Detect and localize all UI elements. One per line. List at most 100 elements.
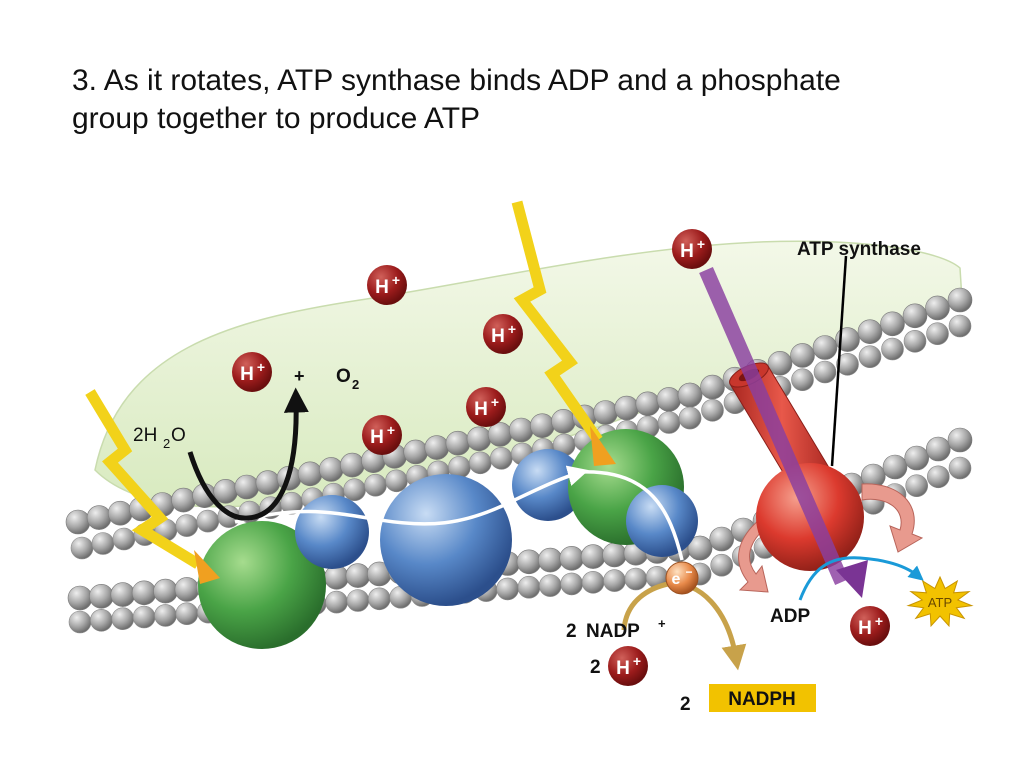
lipid-bead [213, 478, 238, 504]
lipid-bead [529, 413, 555, 439]
svg-text:H: H [375, 277, 389, 298]
adp-to-atp-arrow [798, 556, 924, 601]
lipid-bead [91, 532, 115, 555]
lipid-bead [581, 570, 605, 594]
svg-text:H: H [680, 241, 694, 262]
electron-path-ps1 [581, 470, 684, 561]
lipid-bead [343, 478, 366, 502]
lipid-bead [904, 445, 930, 471]
lipid-bead [593, 400, 618, 425]
lipid-bead [926, 322, 949, 346]
svg-text:O: O [336, 366, 351, 387]
lipid-bead [297, 461, 323, 487]
lipid-bead [812, 335, 838, 360]
lipid-bead [603, 569, 626, 592]
nadph-box [709, 684, 816, 712]
lipid-bead [656, 387, 682, 412]
lipid-bead [624, 567, 648, 591]
svg-text:+: + [257, 359, 265, 375]
lipid-bead [701, 398, 724, 422]
lipid-bead [709, 526, 735, 552]
lipid-bead [858, 345, 882, 369]
svg-text:H: H [491, 326, 505, 347]
lipid-bead [90, 608, 113, 632]
svg-text:H: H [240, 364, 254, 385]
svg-text:ATP: ATP [928, 595, 952, 610]
svg-text:O: O [171, 425, 186, 446]
lipid-bead [174, 577, 200, 602]
adp-label: ADP [770, 606, 810, 627]
lipid-bead [926, 465, 950, 489]
svg-text:NADP: NADP [586, 621, 640, 642]
lipid-bead [551, 408, 576, 434]
atp-synthase-label: ATP synthase [797, 239, 921, 260]
lipid-bead [903, 329, 927, 353]
nadph-label: NADPH [728, 689, 796, 710]
lipid-bead [687, 535, 713, 561]
water-label: 2H 2 O [133, 425, 186, 451]
lipid-bead [175, 514, 199, 537]
proton-channel-arrow [699, 267, 849, 585]
lipid-bead [385, 469, 408, 493]
lipid-bead [947, 427, 973, 453]
svg-text:+: + [491, 394, 499, 410]
svg-text:H: H [858, 618, 872, 639]
lipid-bead [836, 352, 859, 376]
lipid-bead [767, 350, 793, 376]
lipid-bead [345, 563, 371, 588]
lipid-bead [925, 436, 951, 462]
lipid-bead [339, 452, 365, 478]
lipid-bead [325, 590, 348, 614]
lipid-bead [65, 509, 91, 535]
lipid-bead [466, 426, 492, 452]
light-arrow-2 [511, 200, 616, 466]
svg-text:e: e [672, 571, 681, 588]
lipid-bead [948, 314, 972, 338]
lipid-bead [70, 536, 94, 560]
lipid-bead [132, 605, 156, 629]
lipid-bead [677, 382, 703, 408]
electron-path-arrow [234, 465, 589, 526]
proton-channel-arrow-head [836, 560, 868, 598]
svg-text:H: H [474, 399, 488, 420]
lipid-bead [364, 473, 387, 497]
lipid-bead [657, 411, 681, 434]
proton-3: H + [232, 352, 272, 392]
rotation-arrow-left [738, 511, 777, 593]
svg-text:+: + [697, 236, 705, 252]
lipid-bead [813, 360, 837, 384]
lipid-bead [948, 456, 972, 480]
rotation-arrow-right [861, 483, 924, 553]
svg-text:+: + [508, 321, 516, 337]
svg-text:H: H [370, 427, 384, 448]
proton-6: H + [672, 229, 712, 269]
svg-text:2H: 2H [133, 425, 157, 446]
lipid-bead [111, 607, 135, 631]
lipid-bead [67, 585, 93, 611]
svg-text:−: − [685, 565, 692, 579]
lipid-bead [318, 457, 344, 482]
lipid-bead [131, 580, 157, 606]
svg-text:+: + [658, 616, 666, 631]
lipid-bead [560, 572, 584, 596]
lipid-bead [107, 500, 133, 526]
slide-title-line-2: group together to produce ATP [72, 102, 481, 135]
nadp-label: 2 NADP + [566, 616, 666, 642]
lipid-bead [153, 578, 178, 604]
proton-5: H + [362, 415, 402, 455]
lipid-bead [790, 343, 815, 368]
lipid-bead [902, 303, 928, 329]
svg-text:+: + [633, 653, 641, 669]
lipid-bead [516, 549, 542, 575]
lipid-bead [700, 374, 725, 400]
atp-star: ATP [906, 575, 974, 628]
lipid-bead [489, 446, 513, 470]
ferredoxin [626, 485, 698, 557]
svg-text:2: 2 [566, 621, 577, 642]
lipid-bead [445, 430, 471, 456]
proton-7: H + [850, 606, 890, 646]
proton-4: H + [466, 387, 506, 427]
lipid-bead [89, 583, 114, 609]
lipid-bead [678, 406, 702, 430]
